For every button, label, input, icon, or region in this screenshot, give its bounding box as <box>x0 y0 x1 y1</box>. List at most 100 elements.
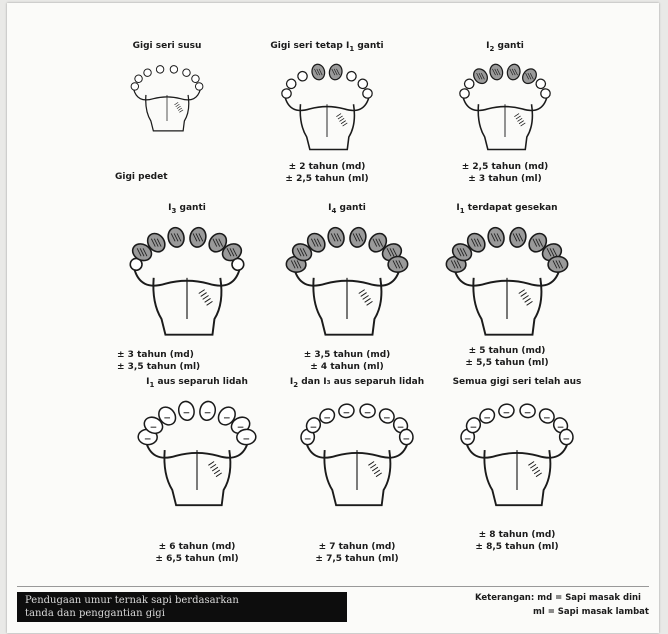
hatch-mark <box>536 473 542 477</box>
panel-title: Semua gigi seri telah aus <box>417 377 617 389</box>
hatch-mark <box>210 464 216 468</box>
incisor-tooth <box>156 65 165 74</box>
jaw-group <box>131 65 203 131</box>
hatch-mark <box>336 114 341 117</box>
incisor-tooth <box>345 70 358 83</box>
hatch-mark <box>214 470 220 474</box>
incisor-tooth <box>232 258 244 270</box>
age-ml: ± 3 tahun (ml) <box>405 173 605 185</box>
hatch-mark <box>521 293 527 297</box>
incisor-tooth <box>498 403 516 419</box>
incisor-tooth <box>519 403 537 419</box>
jaw-group <box>301 403 414 505</box>
hatch-mark <box>341 121 346 124</box>
hatch-mark <box>216 473 222 477</box>
hatch-mark <box>368 462 374 466</box>
hatch-mark <box>534 470 540 474</box>
panel-title: Gigi seri tetap I1 ganti <box>227 41 427 53</box>
hatch-mark <box>372 467 378 471</box>
figure-caption: Pendugaan umur ternak sapi berdasarkan t… <box>17 592 347 622</box>
jaw-group <box>282 63 373 149</box>
incisor-tooth <box>169 65 178 74</box>
hatch-mark <box>519 121 524 124</box>
incisor-tooth <box>195 82 203 90</box>
hatch-mark <box>205 298 211 302</box>
incisor-tooth <box>181 67 191 77</box>
jaw-group <box>130 226 245 335</box>
hatch-mark <box>343 123 348 126</box>
hatch-mark <box>370 464 376 468</box>
incisor-tooth <box>559 429 573 445</box>
panel-i1-friction: I1 terdapat gesekan ± 5 tahun (md) ± 5,5… <box>407 203 607 393</box>
hatch-mark <box>517 118 522 121</box>
jaw-group <box>446 226 568 335</box>
hatch-mark <box>530 464 536 468</box>
jaw-drawing <box>105 221 269 351</box>
panel-title: I1 terdapat gesekan <box>407 203 607 215</box>
hatch-mark <box>367 301 373 305</box>
hatch-mark <box>516 116 521 119</box>
panel-all-worn: Semua gigi seri telah aus ± 8 tahun (md)… <box>417 377 617 567</box>
hatch-mark <box>178 108 182 110</box>
hatch-mark <box>528 462 534 466</box>
hatch-mark <box>207 301 213 305</box>
hatch-mark <box>523 295 529 299</box>
incisor-tooth <box>541 89 551 99</box>
jaw-drawing <box>85 59 249 189</box>
age-md: ± 2 tahun (md) <box>227 161 427 173</box>
age-md: ± 2,5 tahun (md) <box>405 161 605 173</box>
jaw-drawing <box>115 395 279 525</box>
incisor-tooth <box>142 67 152 77</box>
incisor-tooth <box>359 403 377 419</box>
incisor-tooth <box>460 89 470 99</box>
panel-title: I2 ganti <box>405 41 605 53</box>
incisor-tooth <box>363 89 373 99</box>
hatch-mark <box>199 290 205 294</box>
age-text: ± 2,5 tahun (md) ± 3 tahun (ml) <box>405 161 605 185</box>
divider-line <box>17 586 649 587</box>
jaw-group <box>286 226 408 335</box>
page: Gigi seri susu Gigi pedet Gigi seri teta… <box>7 3 659 633</box>
jaw-group <box>460 63 551 149</box>
jaw-drawing <box>435 395 599 525</box>
hatch-mark <box>363 295 369 299</box>
jaw-group <box>461 403 574 505</box>
hatch-mark <box>201 293 207 297</box>
incisor-tooth <box>338 403 356 419</box>
legend-line-1: Keterangan: md = Sapi masak dini <box>475 591 649 605</box>
hatch-mark <box>212 467 218 471</box>
hatch-mark <box>519 290 525 294</box>
hatch-mark <box>365 298 371 302</box>
incisor-tooth <box>131 82 139 90</box>
age-text: ± 8 tahun (md) ± 8,5 tahun (ml) <box>417 529 617 553</box>
age-ml: ± 8,5 tahun (ml) <box>417 541 617 553</box>
caption-line-1: Pendugaan umur ternak sapi berdasarkan <box>25 594 339 607</box>
hatch-mark <box>514 114 519 117</box>
calf-teeth-label: Gigi pedet <box>115 172 168 182</box>
incisor-tooth <box>399 429 413 445</box>
hatch-mark <box>176 104 180 106</box>
age-text: ± 5 tahun (md) ± 5,5 tahun (ml) <box>407 345 607 369</box>
hatch-mark <box>177 106 181 108</box>
caption-line-2: tanda dan penggantian gigi <box>25 607 339 620</box>
hatch-mark <box>532 467 538 471</box>
hatch-mark <box>208 462 214 466</box>
age-ml: ± 5,5 tahun (ml) <box>407 357 607 369</box>
age-text: ± 2 tahun (md) ± 2,5 tahun (ml) <box>227 161 427 185</box>
incisor-tooth <box>198 400 217 422</box>
incisor-tooth <box>296 70 309 83</box>
age-md: ± 5 tahun (md) <box>407 345 607 357</box>
hatch-mark <box>203 295 209 299</box>
jaw-drawing <box>275 395 439 525</box>
hatch-mark <box>174 102 178 104</box>
legend: Keterangan: md = Sapi masak dini ml = Sa… <box>475 591 649 619</box>
incisor-tooth <box>236 429 256 445</box>
hatch-mark <box>339 118 344 121</box>
jaw-drawing <box>265 221 429 351</box>
hatch-mark <box>374 470 380 474</box>
jaw-drawing <box>425 221 589 351</box>
hatch-mark <box>179 110 183 112</box>
age-ml: ± 2,5 tahun (ml) <box>227 173 427 185</box>
hatch-mark <box>521 123 526 126</box>
hatch-mark <box>527 301 533 305</box>
